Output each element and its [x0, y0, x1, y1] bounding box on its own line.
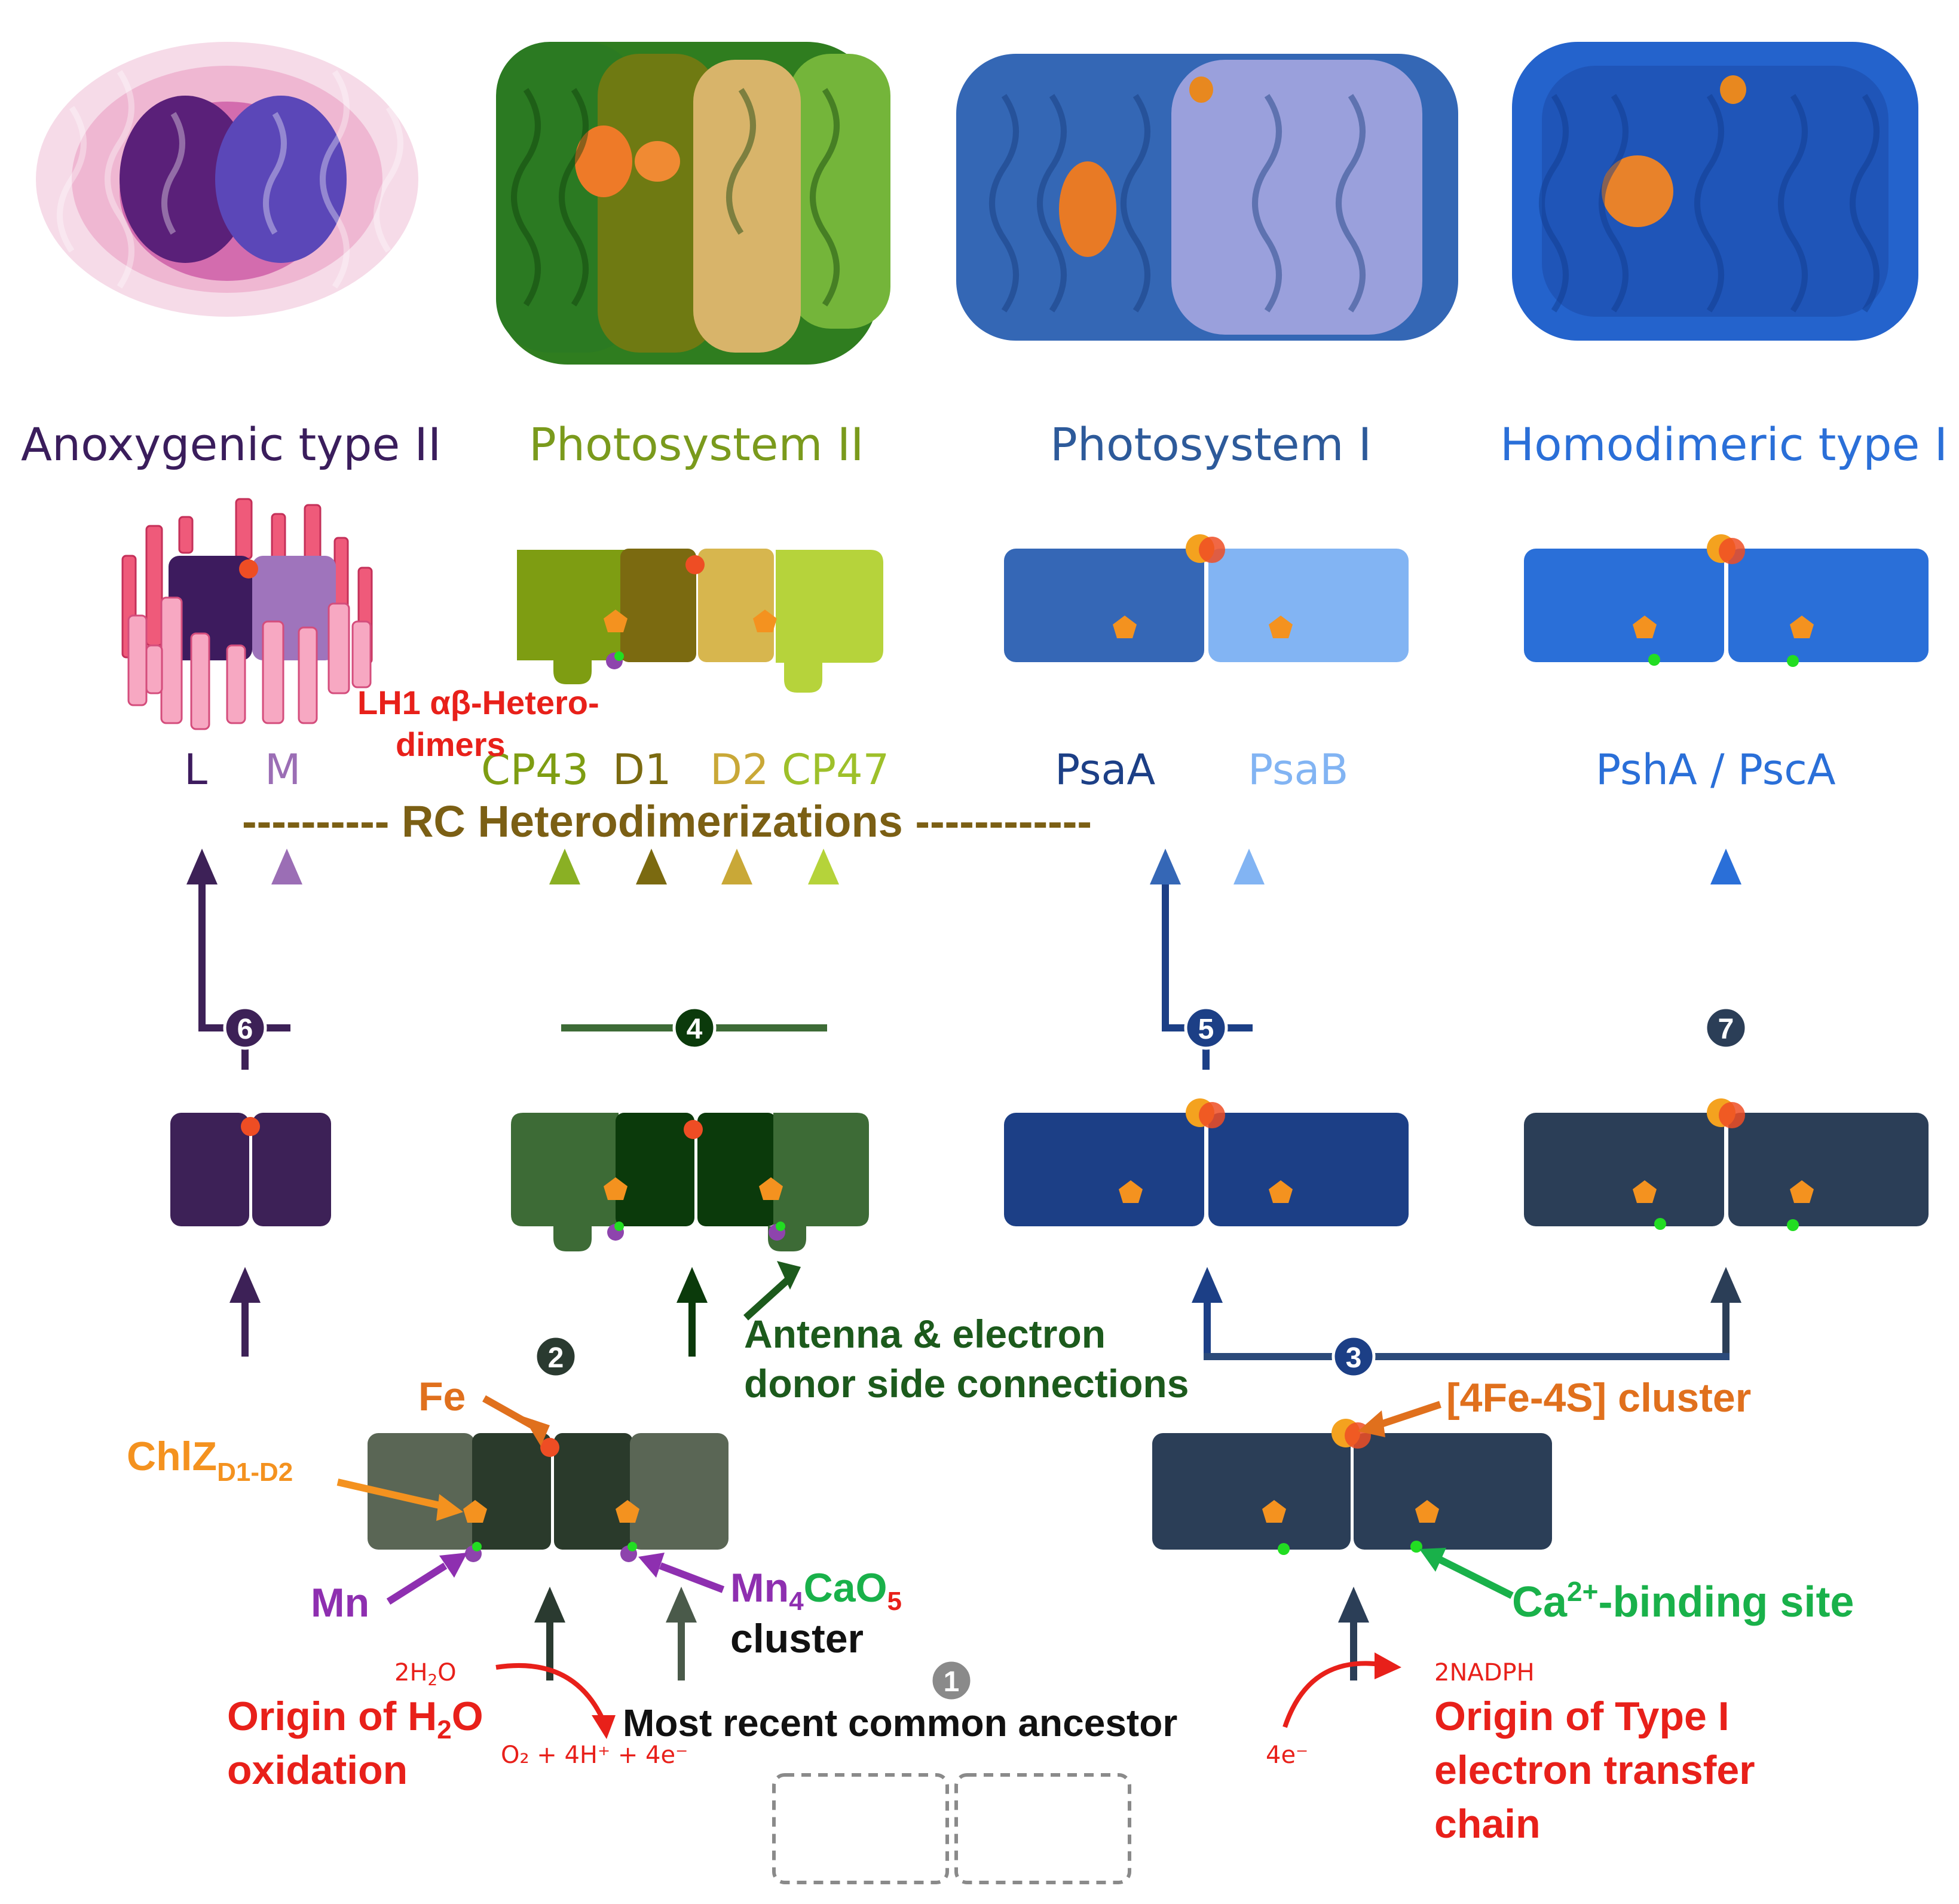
svg-text:6: 6 [237, 1014, 253, 1045]
mn-arrow [386, 1553, 467, 1605]
nadph-curved-arrow [1282, 1652, 1401, 1728]
step-circle-7: 7 [1704, 1006, 1748, 1050]
nadph-label: 2NADPH [1434, 1659, 1535, 1686]
ps1-mid-schematic [1004, 1098, 1409, 1226]
origin-h2o-label-line1: Origin of H2O [227, 1694, 483, 1744]
photosystem-i-structure-image [956, 54, 1458, 341]
svg-text:1: 1 [944, 1666, 960, 1698]
step-2-arrows [229, 1267, 708, 1360]
lh1-label-line2: dimers [396, 726, 506, 763]
subunit-label-L: L [184, 745, 207, 794]
water-oxidation-curved-arrow [495, 1663, 616, 1739]
type-ii-ancestor-schematic [368, 1433, 728, 1562]
svg-text:7: 7 [1718, 1014, 1734, 1045]
fe-arrow [482, 1395, 550, 1446]
photosystem-ii-top-schematic [517, 549, 883, 693]
subunit-label-PsaA: PsaA [1055, 745, 1155, 794]
four-electrons-label: 4e⁻ [1266, 1741, 1308, 1769]
ps2-mid-schematic [511, 1113, 869, 1251]
step-circle-3: 3 [1331, 1334, 1376, 1379]
step-circle-6: 6 [223, 1006, 267, 1050]
step-circle-4: 4 [672, 1006, 717, 1050]
mn4cao5-label: Mn4CaO5 [730, 1565, 902, 1616]
water-reactant-label: 2H2O [394, 1659, 457, 1689]
ca-binding-site-label: Ca2+-binding site [1512, 1576, 1854, 1626]
anoxygenic-rc-schematic [121, 498, 373, 730]
homodimeric-type-i-structure-image [1512, 42, 1918, 341]
svg-text:5: 5 [1198, 1014, 1214, 1045]
cluster-label: cluster [730, 1616, 864, 1661]
photosystem-ii-structure-image [496, 42, 890, 365]
water-products-label: O₂ + 4H⁺ + 4e⁻ [501, 1741, 688, 1769]
homodimeric-mid-schematic [1524, 1098, 1929, 1231]
antenna-annotation-line2: donor side connections [744, 1361, 1189, 1406]
origin-type1-label-line3: chain [1434, 1801, 1541, 1847]
ca-arrow [1419, 1548, 1514, 1599]
mn-label: Mn [311, 1580, 369, 1626]
subunit-label-PshA-PscA: PshA / PscA [1596, 745, 1836, 794]
mn4-arrow [638, 1553, 725, 1593]
photosystem-i-top-schematic [1004, 534, 1409, 662]
column-title-ps1: Photosystem I [1050, 418, 1372, 471]
ancestor-dashed-boxes [772, 1773, 1131, 1884]
step-3-arrows [1192, 1267, 1741, 1360]
anoxygenic-structure-image [36, 42, 418, 317]
ps2-heterodimer-arrows [549, 849, 839, 1031]
fe4s4-cluster-label: [4Fe-4S] cluster [1446, 1375, 1751, 1421]
fe-label: Fe [418, 1374, 466, 1419]
subunit-label-D1: D1 [613, 745, 671, 794]
chlz-arrow [336, 1478, 463, 1521]
lh1-label-line1: LH1 αβ-Hetero- [357, 684, 599, 721]
subunit-label-CP43: CP43 [481, 745, 589, 794]
origin-type1-label-line2: electron transfer [1434, 1747, 1755, 1793]
step-circle-2: 2 [534, 1334, 578, 1379]
subunit-label-PsaB: PsaB [1248, 745, 1348, 794]
origin-h2o-label-line2: oxidation [227, 1747, 408, 1793]
subunit-label-D2: D2 [710, 745, 769, 794]
antenna-annotation-arrow [743, 1261, 801, 1321]
antenna-annotation-line1: Antenna & electron [744, 1312, 1106, 1356]
fe4s4-arrow [1358, 1401, 1441, 1437]
origin-type1-label-line1: Origin of Type I [1434, 1694, 1730, 1739]
step-circle-5: 5 [1184, 1006, 1228, 1050]
column-title-homodimeric: Homodimeric type I [1500, 418, 1948, 471]
column-title-ps2: Photosystem II [529, 418, 864, 471]
homodimeric-top-schematic [1524, 534, 1929, 667]
svg-text:2: 2 [548, 1342, 564, 1374]
homodimeric-arrow [1710, 849, 1741, 1028]
rc-heterodimerization-banner: ---------- RC Heterodimerizations ------… [242, 797, 1092, 846]
subunit-label-CP47: CP47 [782, 745, 889, 794]
anoxygenic-mid-schematic [170, 1113, 331, 1226]
mrca-label: Most recent common ancestor [623, 1701, 1177, 1744]
svg-text:3: 3 [1346, 1342, 1362, 1374]
column-title-anoxygenic: Anoxygenic type II [21, 418, 441, 471]
svg-text:4: 4 [687, 1014, 703, 1045]
ps1-heterodimer-arrows [1150, 849, 1265, 1070]
type-i-ancestor-schematic [1152, 1419, 1552, 1555]
step-circle-1: 1 [929, 1658, 974, 1703]
subunit-label-M: M [265, 745, 301, 794]
chlz-label: ChlZD1-D2 [127, 1434, 293, 1487]
